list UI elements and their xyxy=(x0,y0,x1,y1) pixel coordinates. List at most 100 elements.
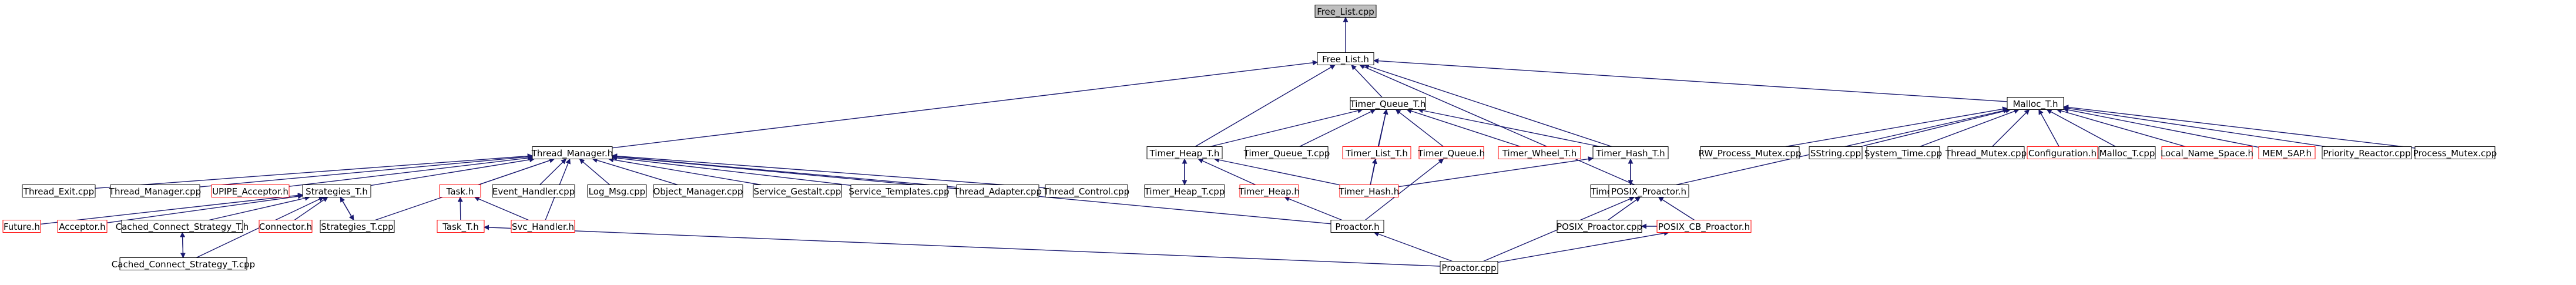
node-label: Thread_Exit.cpp xyxy=(23,186,94,197)
node-box xyxy=(437,220,485,233)
node-box xyxy=(1418,146,1484,159)
node-box xyxy=(2007,97,2064,110)
node-label: Cached_Connect_Strategy_T.h xyxy=(116,222,249,233)
edge-log_msg_cpp-to-thread_manager_h xyxy=(579,158,611,186)
edge-proactor_cpp-to-posix_cb_proactor_h xyxy=(1497,230,1669,263)
node-label: Thread_Mutex.cpp xyxy=(1945,148,2027,159)
node-box xyxy=(1146,146,1223,159)
edge-cached_connect_strategy_t_h-to-strategies_t_h xyxy=(209,195,310,221)
node-priority-reactor-cpp[interactable]: Priority_Reactor.cpp xyxy=(2322,146,2412,160)
node-object-manager-cpp[interactable]: Object_Manager.cpp xyxy=(653,185,743,198)
node-timer-hash-h[interactable]: Timer_Hash.h xyxy=(1339,185,1399,198)
node-sstring-cpp[interactable]: SString.cpp xyxy=(1809,146,1863,159)
node-box xyxy=(1947,146,2025,159)
node-label: Object_Manager.cpp xyxy=(653,186,743,197)
node-posix-proactor-h[interactable]: POSIX_Proactor.h xyxy=(1608,185,1689,198)
node-posix-proactor-cpp[interactable]: POSIX_Proactor.cpp xyxy=(1557,220,1642,233)
node-timer-heap-t-h[interactable]: Timer_Heap_T.h xyxy=(1146,146,1223,160)
node-box xyxy=(1350,97,1426,110)
node-label: SString.cpp xyxy=(1810,148,1861,159)
node-box xyxy=(2414,146,2496,159)
node-thread-control-cpp[interactable]: Thread_Control.cpp xyxy=(1043,185,1129,198)
node-box xyxy=(110,185,200,197)
edge-upipe_acceptor_h-to-thread_manager_h xyxy=(289,155,533,187)
node-cached-connect-strategy-t-cpp[interactable]: Cached_Connect_Strategy_T.cpp xyxy=(112,257,255,271)
node-label: Free_List.cpp xyxy=(1317,6,1374,18)
node-box xyxy=(753,185,842,197)
node-posix-cb-proactor-h[interactable]: POSIX_CB_Proactor.h xyxy=(1656,220,1752,233)
edge-proactor_h-to-timer_queue_h xyxy=(1365,158,1444,221)
edge-timer_hash_t_h-to-timer_queue_t_h xyxy=(1417,108,1601,147)
node-timer-queue-t-cpp[interactable]: Timer_Queue_T.cpp xyxy=(1243,146,1330,160)
node-acceptor-h[interactable]: Acceptor.h xyxy=(57,220,108,233)
node-thread-adapter-cpp[interactable]: Thread_Adapter.cpp xyxy=(953,185,1042,198)
edge-timer_hash_h-to-timer_heap_t_h xyxy=(1213,157,1340,186)
node-task-t-h[interactable]: Task_T.h xyxy=(437,220,485,233)
node-proactor-h[interactable]: Proactor.h xyxy=(1330,220,1384,233)
node-malloc-t-h[interactable]: Malloc_T.h xyxy=(2007,97,2064,110)
node-box xyxy=(439,185,481,197)
node-configuration-h[interactable]: Configuration.h xyxy=(2027,146,2098,159)
node-thread-exit-cpp[interactable]: Thread_Exit.cpp xyxy=(22,185,96,198)
node-timer-heap-t-cpp[interactable]: Timer_Heap_T.cpp xyxy=(1144,185,1225,198)
node-box xyxy=(511,220,575,233)
edge-mem_sap_h-to-malloc_t_h xyxy=(2063,107,2259,148)
node-label: Task.h xyxy=(446,186,474,197)
node-label: Thread_Control.cpp xyxy=(1043,186,1129,197)
edge-timer_heap_t_h-to-timer_queue_t_h xyxy=(1210,108,1363,147)
node-local-name-space-h[interactable]: Local_Name_Space.h xyxy=(2161,146,2253,160)
node-strategies-t-h[interactable]: Strategies_T.h xyxy=(302,185,371,198)
node-box xyxy=(1440,261,1498,274)
node-connector-h[interactable]: Connector.h xyxy=(259,220,313,233)
node-box xyxy=(492,185,575,197)
node-log-msg-cpp[interactable]: Log_Msg.cpp xyxy=(587,185,647,198)
node-rw-process-mutex-cpp[interactable]: RW_Process_Mutex.cpp xyxy=(1699,146,1802,160)
node-box xyxy=(1245,146,1329,159)
edge-posix_proactor_h-to-free_list_h xyxy=(1359,64,1635,186)
node-timer-wheel-t-h[interactable]: Timer_Wheel_T.h xyxy=(1498,146,1581,160)
node-label: Priority_Reactor.cpp xyxy=(2323,148,2410,159)
edge-malloc_t_h-to-free_list_h xyxy=(1373,58,2008,102)
node-box xyxy=(1866,146,1940,159)
node-malloc-t-cpp[interactable]: Malloc_T.cpp xyxy=(2098,146,2156,160)
edge-strategies_t_h-to-thread_manager_h xyxy=(370,157,535,186)
node-timer-queue-h[interactable]: Timer_Queue.h xyxy=(1417,146,1485,160)
edges-layer xyxy=(40,16,2416,267)
node-label: Log_Msg.cpp xyxy=(589,186,646,197)
node-box xyxy=(653,185,743,197)
node-timer-list-t-h[interactable]: Timer_List_T.h xyxy=(1342,146,1411,160)
node-timer-queue-t-h[interactable]: Timer_Queue_T.h xyxy=(1350,97,1426,110)
node-task-h[interactable]: Task.h xyxy=(439,185,481,197)
node-label: Future.h xyxy=(4,222,40,232)
node-strategies-t-cpp[interactable]: Strategies_T.cpp xyxy=(320,220,395,233)
node-box xyxy=(1700,146,1800,159)
edge-object_manager_cpp-to-thread_manager_h xyxy=(592,157,678,186)
edge-malloc_t_cpp-to-malloc_t_h xyxy=(2046,109,2116,147)
node-label: Timer_Heap_T.cpp xyxy=(1144,186,1225,197)
node-label: POSIX_Proactor.cpp xyxy=(1557,222,1642,233)
node-svc-handler-h[interactable]: Svc_Handler.h xyxy=(511,220,575,233)
node-mem-sap-h[interactable]: MEM_SAP.h xyxy=(2258,146,2316,160)
node-service-gestalt-cpp[interactable]: Service_Gestalt.cpp xyxy=(753,185,842,198)
node-free-list-cpp[interactable]: Free_List.cpp xyxy=(1314,5,1377,18)
node-box xyxy=(211,185,290,197)
node-timer-hash-t-h[interactable]: Timer_Hash_T.h xyxy=(1592,146,1669,160)
edge-service_gestalt_cpp-to-thread_manager_h xyxy=(608,157,762,186)
node-future-h[interactable]: Future.h xyxy=(2,220,41,233)
node-proactor-cpp[interactable]: Proactor.cpp xyxy=(1440,261,1498,274)
node-event-handler-cpp[interactable]: Event_Handler.cpp xyxy=(492,185,575,198)
node-box xyxy=(57,220,108,233)
node-thread-manager-cpp[interactable]: Thread_Manager.cpp xyxy=(109,185,201,198)
node-thread-mutex-cpp[interactable]: Thread_Mutex.cpp xyxy=(1945,146,2027,160)
edge-timer_queue_t_cpp-to-timer_queue_t_h xyxy=(1299,109,1376,147)
node-service-templates-cpp[interactable]: Service_Templates.cpp xyxy=(848,185,950,198)
node-thread-manager-h[interactable]: Thread_Manager.h xyxy=(531,146,613,160)
node-upipe-acceptor-h[interactable]: UPIPE_Acceptor.h xyxy=(211,185,290,198)
node-cached-connect-strategy-t-h[interactable]: Cached_Connect_Strategy_T.h xyxy=(116,220,249,233)
node-free-list-h[interactable]: Free_List.h xyxy=(1317,52,1374,66)
node-process-mutex-cpp[interactable]: Process_Mutex.cpp xyxy=(2413,146,2497,160)
node-system-time-cpp[interactable]: System_Time.cpp xyxy=(1864,146,1942,160)
node-box xyxy=(2098,146,2156,159)
node-label: Service_Templates.cpp xyxy=(848,186,949,197)
node-timer-heap-h[interactable]: Timer_Heap.h xyxy=(1238,185,1300,198)
